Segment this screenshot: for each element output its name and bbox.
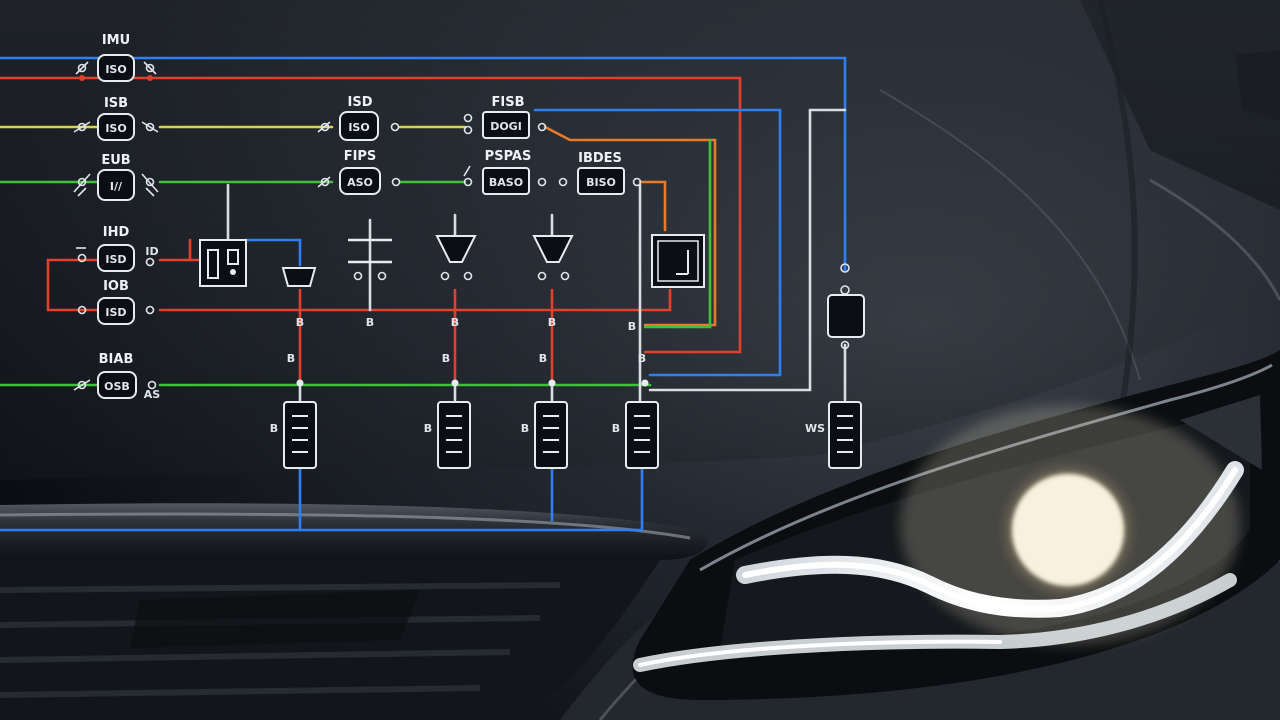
box-isd-2: ISD xyxy=(105,306,126,319)
wire-red-top xyxy=(0,76,742,354)
vertical-labels: B B B B xyxy=(287,352,646,365)
label-pspas: PSPAS xyxy=(485,149,532,164)
label-iob: IOB xyxy=(103,279,129,294)
bottom-connectors: B B B B xyxy=(270,401,862,469)
wire-red-loop xyxy=(46,258,100,312)
connector-plug-3: B xyxy=(521,401,568,469)
svg-text:B: B xyxy=(296,316,304,329)
wire-white-2 xyxy=(648,108,812,392)
label-as: AS xyxy=(144,388,161,401)
box-osb: OSB xyxy=(104,380,130,393)
connector-small xyxy=(281,267,317,287)
svg-text:WS: WS xyxy=(805,422,825,435)
box-iso-2: ISO xyxy=(105,122,126,135)
relay-component xyxy=(199,239,247,287)
wire-green-right xyxy=(643,138,712,329)
wire-blue-small xyxy=(243,238,302,267)
box-biso: BISO xyxy=(586,176,616,189)
label-isd-mid: ISD xyxy=(348,95,373,110)
box-iso-1: ISO xyxy=(105,63,126,76)
connector-plug-4: B xyxy=(612,401,659,469)
headlight xyxy=(632,350,1280,700)
box-isd-1: ISD xyxy=(105,253,126,266)
middle-components: ISD ISO FIPS ASO FISB DOGI PSPAS BASO IB… xyxy=(199,95,865,387)
box-slash: I// xyxy=(110,180,123,193)
label-biab: BIAB xyxy=(99,352,134,367)
svg-text:B: B xyxy=(539,352,547,365)
label-eub: EUB xyxy=(101,153,130,168)
connector-plug-2: B xyxy=(424,401,471,469)
box-aso: ASO xyxy=(347,176,373,189)
svg-text:B: B xyxy=(270,422,278,435)
svg-text:B: B xyxy=(424,422,432,435)
label-ihd: IHD xyxy=(103,225,130,240)
box-iso-mid: ISO xyxy=(348,121,369,134)
label-ibdes: IBDES xyxy=(578,151,622,166)
svg-text:B: B xyxy=(638,352,646,365)
wire-blue-top xyxy=(0,56,847,272)
label-id: ID xyxy=(145,245,158,258)
control-module xyxy=(651,234,705,288)
svg-text:B: B xyxy=(521,422,529,435)
label-isb: ISB xyxy=(104,96,128,111)
svg-text:B: B xyxy=(366,316,374,329)
wires xyxy=(0,56,847,532)
label-imu: IMU xyxy=(102,33,130,48)
box-dogi: DOGI xyxy=(490,120,522,133)
label-fips: FIPS xyxy=(344,149,377,164)
junction-marks: B B B B B xyxy=(296,316,649,387)
svg-text:B: B xyxy=(451,316,459,329)
svg-text:B: B xyxy=(548,316,556,329)
connector-plug-1: B xyxy=(270,401,317,469)
svg-text:B: B xyxy=(442,352,450,365)
connector-plug-5: WS xyxy=(805,401,862,469)
wire-red-6 xyxy=(158,288,672,312)
label-fisb: FISB xyxy=(492,95,525,110)
left-components: IMU ISO ISB ISO EUB I// IHD ISD ID IOB I… xyxy=(73,33,161,401)
right-relay xyxy=(827,263,865,350)
funnel-component-2 xyxy=(532,235,574,281)
wire-orange-2 xyxy=(638,180,667,232)
wire-blue-mid xyxy=(533,108,782,377)
box-baso: BASO xyxy=(489,176,523,189)
capacitor-symbol xyxy=(348,238,392,281)
wire-orange xyxy=(543,125,717,327)
svg-text:B: B xyxy=(612,422,620,435)
svg-text:B: B xyxy=(628,320,636,333)
svg-text:B: B xyxy=(287,352,295,365)
funnel-component-1 xyxy=(435,235,477,281)
